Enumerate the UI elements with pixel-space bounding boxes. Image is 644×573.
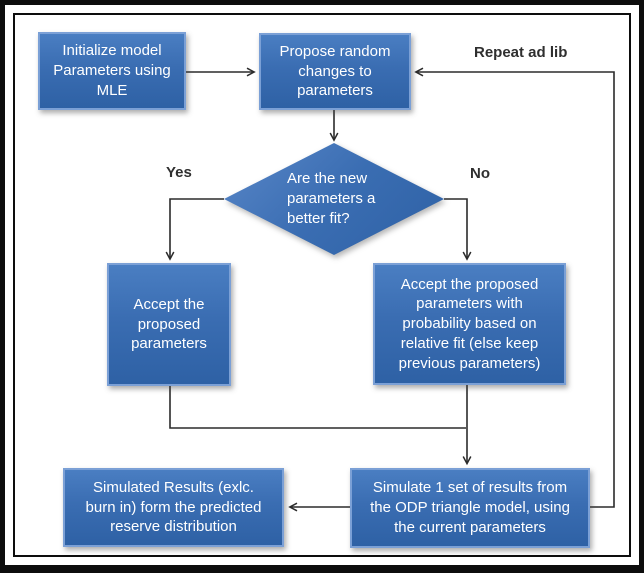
node-simulated-results-distribution: Simulated Results (exlc. burn in) form t… (63, 468, 284, 547)
node-simulate-odp-results-label: Simulate 1 set of results from the ODP t… (370, 479, 570, 536)
node-decision-better-fit: Are the new parameters a better fit? (224, 143, 444, 255)
node-simulate-odp-results: Simulate 1 set of results from the ODP t… (350, 468, 590, 548)
edge-accept-to-simulate-junction (169, 386, 466, 429)
edge-decision-yes-to-accept (165, 198, 224, 261)
edge-repeat-loop (414, 67, 615, 508)
node-accept-with-probability-label: Accept the proposed parameters with prob… (398, 275, 541, 372)
node-accept-parameters: Accept the proposed parameters (107, 263, 231, 386)
node-propose-changes: Propose random changes to parameters (259, 33, 411, 110)
edge-label-no: No (470, 165, 490, 182)
node-decision-label: Are the new parameters a better fit? (287, 170, 376, 227)
edge-decision-no-to-accept-prob (444, 198, 472, 261)
decision-diamond-shape: Are the new parameters a better fit? (224, 143, 444, 255)
node-simulated-results-label: Simulated Results (exlc. burn in) form t… (85, 478, 262, 536)
edge-label-repeat-ad-lib: Repeat ad lib (474, 44, 568, 61)
edge-label-yes: Yes (166, 164, 192, 181)
node-initialize-mle: Initialize model Parameters using MLE (38, 32, 186, 110)
node-accept-with-probability: Accept the proposed parameters with prob… (373, 263, 566, 385)
node-initialize-label: Initialize model Parameters using MLE (53, 42, 171, 99)
node-propose-label: Propose random changes to parameters (279, 42, 391, 100)
node-accept-parameters-label: Accept the proposed parameters (131, 295, 207, 353)
